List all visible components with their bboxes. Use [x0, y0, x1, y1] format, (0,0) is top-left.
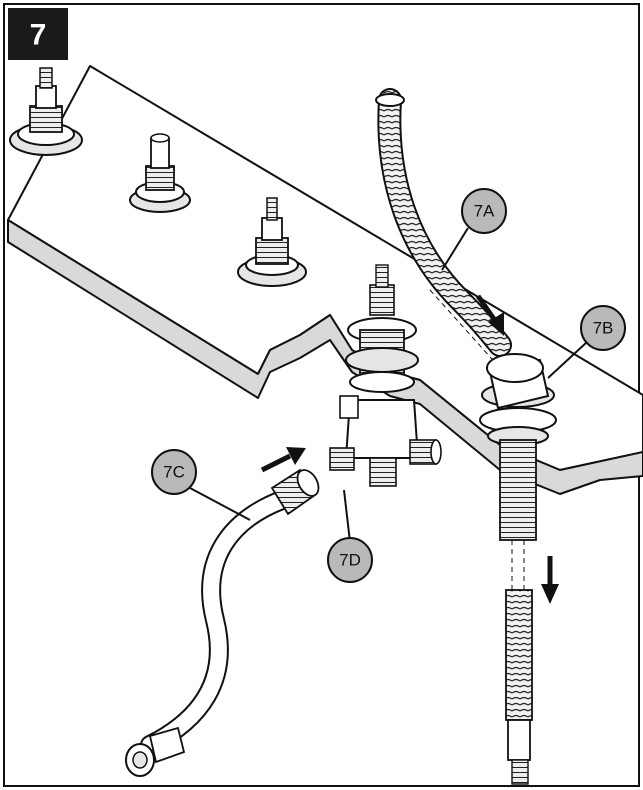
valve-body	[329, 264, 442, 487]
callout-7A: 7A	[461, 188, 507, 234]
flexible-hose-upper	[375, 88, 512, 369]
step-number: 7	[30, 19, 47, 52]
arrow-hose-down-right	[475, 294, 504, 336]
valve-stem-right	[237, 197, 307, 287]
arrow-supply-up-right	[260, 447, 306, 473]
callout-7D: 7D	[327, 537, 373, 583]
arrow-hose-down	[541, 556, 559, 604]
callout-7B-label: 7B	[593, 319, 614, 338]
callout-7C: 7C	[151, 449, 197, 495]
spout-mount	[479, 353, 557, 541]
callout-7B: 7B	[580, 305, 626, 351]
supply-hose	[125, 468, 320, 777]
step-badge: 7	[8, 8, 68, 60]
valve-stem-center	[129, 133, 191, 213]
callout-7D-label: 7D	[339, 551, 361, 570]
callout-7C-label: 7C	[163, 463, 185, 482]
valve-stem-left	[9, 67, 83, 156]
callout-leaders	[189, 227, 588, 543]
flexible-hose-lower	[505, 540, 533, 785]
callout-7A-label: 7A	[474, 202, 495, 221]
